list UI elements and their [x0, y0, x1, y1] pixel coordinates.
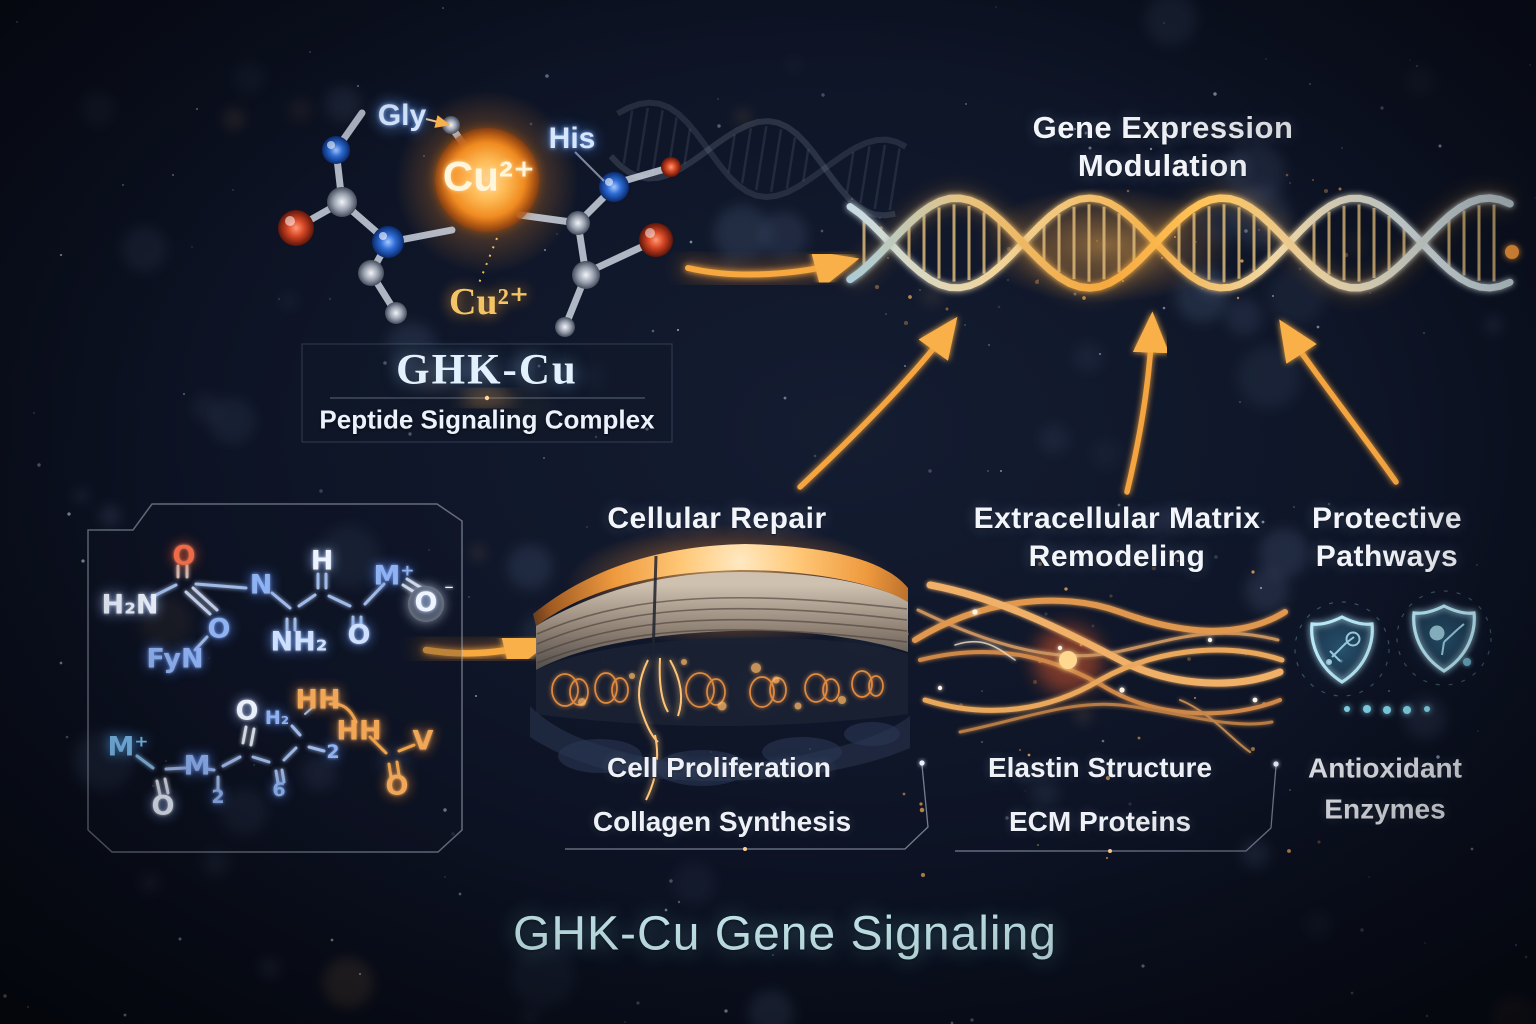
chem-label-2: 2 — [211, 786, 225, 808]
chem-label-z: 2 — [326, 741, 340, 763]
cu-ion-label: Cu²⁺ — [442, 152, 536, 200]
his-pointer-line — [574, 151, 605, 182]
chem-label-n: N — [249, 569, 273, 601]
shield-antioxidant-icon — [1294, 601, 1390, 697]
his-label: His — [548, 122, 596, 155]
chem-label-hh-top: HH — [295, 684, 341, 716]
chem-label-hh-mid: HH — [336, 715, 382, 747]
chem-label-o-bottom-left: O — [151, 790, 175, 822]
collagen-synthesis-label: Collagen Synthesis — [592, 806, 852, 837]
cellular-repair-title: Cellular Repair — [607, 502, 827, 535]
footer-title: GHK-Cu Gene Signaling — [513, 907, 1057, 961]
arrow-repair-to-dna — [797, 316, 958, 490]
gene-expression-title-line1: Gene Expression — [1032, 110, 1294, 145]
ecm-title-line1: Extracellular Matrix — [973, 502, 1261, 535]
antioxidant-enzymes-label: Antioxidant Enzymes — [1308, 752, 1462, 824]
protective-title-line2: Pathways — [1315, 540, 1459, 573]
ecm-fibers — [912, 581, 1288, 753]
chem-label-o-right: O — [347, 619, 371, 651]
arrow-ecm-to-dna — [1124, 311, 1170, 495]
background-dna-strand — [608, 99, 908, 219]
molecule-title: GHK-Cu — [396, 346, 578, 394]
arrow-protective-to-dna — [1279, 319, 1399, 485]
chem-label-fyn: FyN — [146, 643, 204, 675]
chem-label-o-ring: O — [407, 586, 444, 622]
chem-label-h2n: H₂N — [101, 589, 159, 621]
chem-label-m-bottom: M⁺ — [107, 731, 149, 763]
chem-label-o-mid: O — [207, 613, 231, 645]
chem-label-o-orange: O — [385, 770, 409, 802]
cell-proliferation-label: Cell Proliferation — [606, 752, 832, 783]
dna-end-node — [1505, 245, 1519, 259]
molecule-subtitle: Peptide Signaling Complex — [319, 404, 655, 435]
chem-label-v: V — [412, 725, 434, 757]
chem-label-o-carbonyl: O — [235, 695, 259, 727]
elastin-structure-label: Elastin Structure — [987, 752, 1213, 783]
gly-label: Gly — [377, 99, 427, 132]
chem-label-nh2: NH₂ — [270, 626, 328, 658]
protective-shield-icons — [1294, 590, 1492, 714]
shield-enzyme-icon — [1396, 590, 1492, 686]
chem-label-h2: H₂ — [264, 707, 290, 729]
ecm-proteins-label: ECM Proteins — [1008, 806, 1192, 837]
gene-expression-title-line2: Modulation — [1077, 148, 1249, 183]
protective-title-line1: Protective — [1311, 502, 1463, 535]
chem-label-m-mid: M — [183, 750, 211, 782]
ecm-title-line2: Remodeling — [1028, 540, 1206, 573]
cu-ion-label-secondary: Cu²⁺ — [448, 281, 530, 323]
chem-label-o-ring-sup: ⁻ — [443, 580, 455, 602]
chem-label-6: 6 — [272, 779, 286, 801]
chem-label-o-top: O — [172, 540, 196, 572]
chem-label-h: H — [310, 545, 334, 577]
